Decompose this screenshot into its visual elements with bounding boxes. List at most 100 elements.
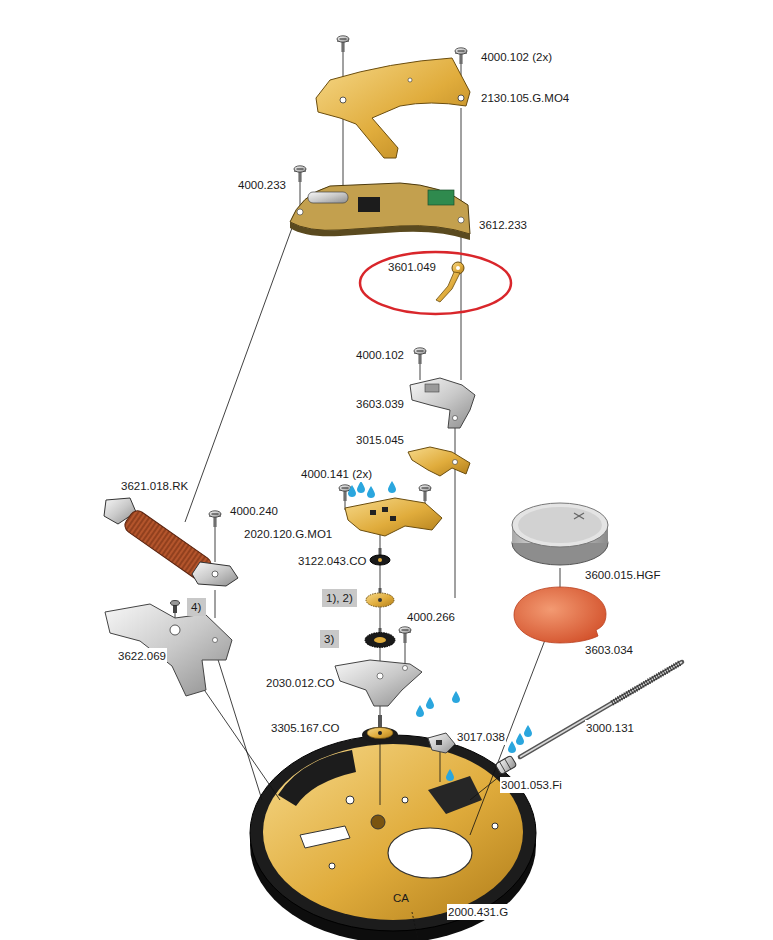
yoke <box>436 740 442 745</box>
screw <box>209 511 221 527</box>
winding-stem <box>495 662 682 775</box>
oil-drop <box>357 481 365 493</box>
callout-number: 3601.049 <box>388 260 436 274</box>
main-plate <box>371 815 385 829</box>
leader-line <box>412 912 418 940</box>
leader-line <box>215 650 262 800</box>
screw <box>337 36 349 52</box>
winding-stem <box>505 759 511 769</box>
screw <box>414 348 426 364</box>
callout-number: 3) <box>324 632 334 646</box>
note-box: 4) <box>187 598 206 616</box>
part-number: 4000.233 <box>237 177 287 193</box>
plate-mark: CA <box>392 890 410 906</box>
rotor <box>362 727 398 743</box>
main-plate <box>346 796 354 804</box>
circuit-module <box>290 183 470 234</box>
main-plate <box>278 750 356 806</box>
rotor <box>378 715 382 729</box>
coil <box>104 498 238 586</box>
rotor-bridge <box>335 660 422 706</box>
part-number: 3600.015.HGF <box>584 567 661 583</box>
main-plate <box>388 828 472 878</box>
circuit-module <box>458 217 464 223</box>
contact-spring <box>456 266 460 270</box>
leader-line <box>215 590 216 618</box>
insulator <box>514 587 606 643</box>
main-plate <box>300 826 350 848</box>
oil-drop <box>367 486 375 498</box>
oil-drop <box>524 725 532 737</box>
battery <box>512 503 608 565</box>
part-number: 3000.131 <box>585 720 635 736</box>
main-plate <box>492 823 498 829</box>
leader-line <box>175 48 560 940</box>
main-plate <box>250 735 536 931</box>
winding-stem <box>520 662 682 757</box>
part-number: 3001.053.Fi <box>500 777 563 793</box>
rotor <box>367 728 393 739</box>
part-number: 3622.069 <box>117 648 167 664</box>
part-number: 3621.018.RK <box>120 478 189 494</box>
screw <box>399 627 411 643</box>
train-bridge <box>345 498 442 536</box>
circuit-module <box>297 209 303 215</box>
contact-spring <box>436 272 460 302</box>
gear <box>374 637 386 643</box>
oil-drop <box>508 741 516 753</box>
part-number: 4000.141 (2x) <box>300 466 373 482</box>
winding-stem <box>520 662 682 757</box>
screw <box>209 36 467 643</box>
part-number: 3603.034 <box>584 642 634 658</box>
train-bridge <box>345 498 442 536</box>
oil-drop <box>388 481 396 493</box>
rotor <box>362 715 398 743</box>
screw <box>455 48 467 64</box>
part-number: 3015.045 <box>355 432 405 448</box>
leader-line <box>455 425 456 598</box>
part-number: 4000.102 <box>355 347 405 363</box>
upper-bridge <box>458 95 464 101</box>
small-pin <box>171 601 180 614</box>
screw <box>294 166 306 182</box>
setting-bridge <box>453 416 458 421</box>
gear <box>378 598 382 602</box>
callout-number: 1), 2) <box>326 591 353 605</box>
gear <box>365 633 395 648</box>
part-number: 2030.012.CO <box>265 675 335 691</box>
leader-line <box>185 228 292 522</box>
winding-stem <box>500 762 506 772</box>
coil-plate <box>105 604 232 696</box>
part-number: 4000.240 <box>229 503 279 519</box>
battery <box>574 513 584 519</box>
setting-lever <box>453 460 458 465</box>
coil <box>212 571 218 577</box>
rotor <box>378 731 382 735</box>
gear <box>370 555 390 565</box>
part-number: 4000.266 <box>406 609 456 625</box>
coil-plate <box>213 638 218 643</box>
oil-drop <box>516 733 524 745</box>
upper-bridge <box>316 58 470 158</box>
gear <box>366 593 394 607</box>
part-number: 3017.038 <box>456 729 506 745</box>
part-number: 2020.120.G.MO1 <box>243 526 333 542</box>
gear <box>365 548 395 648</box>
upper-bridge <box>316 58 470 158</box>
train-bridge <box>390 516 396 521</box>
battery <box>512 503 608 547</box>
leader-line <box>300 178 301 206</box>
insulator <box>514 587 606 643</box>
coil-plate <box>105 604 232 696</box>
leader-line <box>405 640 406 665</box>
circuit-module <box>428 190 454 205</box>
oil-drop <box>426 697 434 709</box>
leader-line <box>440 752 441 782</box>
screw <box>419 485 431 501</box>
main-plate <box>329 863 335 869</box>
yoke <box>428 733 455 753</box>
leader-line <box>461 108 462 205</box>
